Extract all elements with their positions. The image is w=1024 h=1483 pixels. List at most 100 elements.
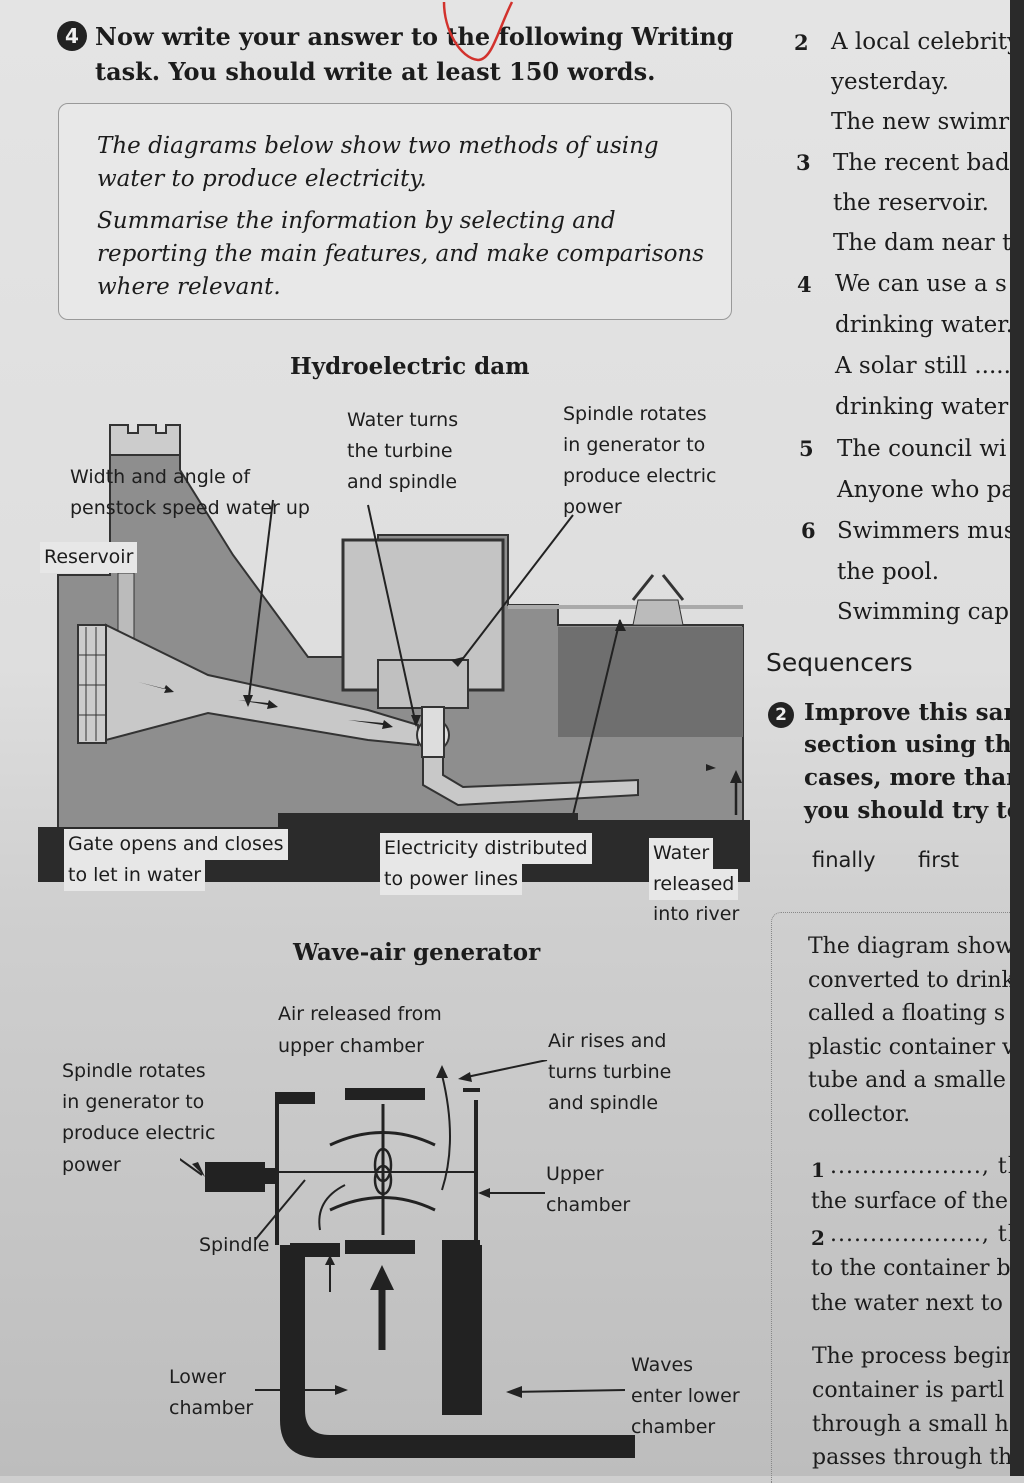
dam-label-turbine-1: Water turns xyxy=(347,409,459,431)
dam-diagram-title: Hydroelectric dam xyxy=(290,353,530,380)
prompt-line-3: Summarise the information by selecting a… xyxy=(97,208,616,234)
dam-label-spindle-3: produce electric xyxy=(563,465,717,487)
sample-p1-d: plastic container v xyxy=(808,1035,1015,1060)
exercise-number-badge: 4 xyxy=(57,21,87,51)
sample-p1-f: collector. xyxy=(808,1102,911,1127)
turbine-blades xyxy=(329,1131,436,1147)
item-3-line-c: The dam near t xyxy=(833,230,1012,256)
generator-box xyxy=(205,1162,265,1192)
outflow-tube xyxy=(422,756,639,807)
dam-label-width-1: Width and angle of xyxy=(70,466,251,488)
gap-2-line-c: the water next to xyxy=(811,1291,1003,1316)
item-5-line-b: Anyone who pa xyxy=(837,477,1016,503)
task-prompt-box: The diagrams below show two methods of u… xyxy=(58,103,732,320)
gap-1-number: 1 xyxy=(811,1158,825,1182)
lower-chamber-wall-right xyxy=(442,1245,482,1415)
item-3-line-a: The recent bad xyxy=(833,150,1010,176)
wave-label-lower-1: Lower xyxy=(169,1366,226,1388)
task-heading-line2: task. You should write at least 150 word… xyxy=(95,57,656,86)
wave-label-spindle-1: Spindle rotates xyxy=(62,1060,206,1082)
sample-p1-c: called a floating s xyxy=(808,1001,1006,1026)
wave-label-spindle: Spindle xyxy=(199,1234,270,1256)
item-6-line-c: Swimming cap xyxy=(837,599,1009,625)
item-6-line-b: the pool. xyxy=(837,559,940,585)
exercise-2-line-d: you should try to xyxy=(804,797,1023,824)
sample-p2-d: passes through th xyxy=(812,1445,1013,1470)
gate-tower xyxy=(77,624,107,744)
item-5-line-a: The council wi xyxy=(837,436,1007,462)
wave-label-upper-1: Upper xyxy=(546,1163,604,1185)
prompt-line-2: water to produce electricity. xyxy=(97,166,427,192)
prompt-line-1: The diagrams below show two methods of u… xyxy=(97,133,659,159)
item-5-number: 5 xyxy=(799,436,814,461)
upper-chamber-top-right xyxy=(345,1088,425,1100)
gap-1-line-b: the surface of the xyxy=(811,1189,1009,1214)
red-pen-mark-icon xyxy=(442,1,514,62)
item-6-number: 6 xyxy=(801,518,816,543)
item-4-number: 4 xyxy=(797,272,812,297)
gap-2-line-a: ..................., the xyxy=(830,1222,1024,1247)
item-4-line-d: drinking water xyxy=(835,394,1009,420)
wave-label-air-rises-1: Air rises and xyxy=(548,1030,667,1052)
dam-label-water-1: Water xyxy=(649,838,714,869)
dam-label-water-2: released xyxy=(649,869,739,900)
item-2-line-b: yesterday. xyxy=(831,69,949,95)
generator-box xyxy=(377,659,469,709)
item-4-line-b: drinking water. xyxy=(835,312,1014,338)
wave-label-spindle-2: in generator to xyxy=(62,1091,205,1113)
wave-label-waves-1: Waves xyxy=(631,1354,694,1376)
dam-label-spindle-2: in generator to xyxy=(563,434,706,456)
flow-arrows xyxy=(138,682,716,771)
item-6-line-a: Swimmers mus xyxy=(837,518,1016,544)
item-3-number: 3 xyxy=(796,150,811,175)
wave-label-waves-2: enter lower xyxy=(631,1385,740,1407)
dam-label-width-2: penstock speed water up xyxy=(70,497,310,519)
exercise-2-line-b: section using the xyxy=(804,731,1024,758)
prompt-line-4: reporting the main features, and make co… xyxy=(97,241,705,267)
item-4-line-c: A solar still ....... xyxy=(835,353,1024,379)
dam-label-spindle-1: Spindle rotates xyxy=(563,403,707,425)
sample-p2-b: container is partl xyxy=(812,1378,1005,1403)
upper-chamber-top-left xyxy=(275,1092,315,1104)
wave-air-generator-diagram xyxy=(180,1060,635,1458)
dam-top-crenel xyxy=(109,424,181,456)
transmission-tower xyxy=(632,599,684,626)
item-2-line-c: The new swimr xyxy=(831,109,1010,135)
sample-p1-e: tube and a smalle xyxy=(808,1068,1006,1093)
item-2-line-a: A local celebrity xyxy=(831,29,1021,55)
sample-p2-a: The process begin xyxy=(812,1344,1017,1369)
exercise-2-badge: 2 xyxy=(768,702,794,728)
sample-text-box xyxy=(771,912,1017,1483)
item-3-line-b: the reservoir. xyxy=(833,190,989,216)
item-2-number: 2 xyxy=(794,30,809,55)
wave-label-waves-3: chamber xyxy=(631,1416,716,1438)
exercise-2-line-c: cases, more than xyxy=(804,764,1023,791)
wave-label-air-released-1: Air released from xyxy=(278,1003,442,1025)
penstock-pipe xyxy=(105,623,419,747)
dam-label-elec-2: to power lines xyxy=(380,864,523,895)
word-bank-finally: finally xyxy=(812,848,876,872)
dam-label-elec-1: Electricity distributed xyxy=(380,833,592,864)
page-edge-shadow xyxy=(1010,0,1024,1476)
wave-label-air-rises-2: turns turbine xyxy=(548,1061,672,1083)
sample-p2-c: through a small h xyxy=(812,1412,1009,1437)
lower-chamber-wall-left xyxy=(280,1245,635,1458)
prompt-line-5: where relevant. xyxy=(97,274,281,300)
wave-label-air-rises-3: and spindle xyxy=(548,1092,659,1114)
gap-2-line-b: to the container b xyxy=(811,1256,1011,1281)
wave-label-upper-2: chamber xyxy=(546,1194,631,1216)
exercise-2-line-a: Improve this sam xyxy=(804,699,1024,726)
item-4-line-a: We can use a s xyxy=(835,271,1007,297)
gap-1-line-a: ..................., the l xyxy=(830,1154,1024,1179)
wave-label-spindle-4: power xyxy=(62,1154,121,1176)
word-bank-first: first xyxy=(918,848,960,872)
dam-label-spindle-4: power xyxy=(563,496,622,518)
task-heading-line1: Now write your answer to the following W… xyxy=(95,22,734,51)
wave-label-lower-2: chamber xyxy=(169,1397,254,1419)
dam-label-gate-2: to let in water xyxy=(64,860,206,891)
dam-label-water-3: into river xyxy=(653,903,740,925)
dam-label-reservoir: Reservoir xyxy=(40,542,138,573)
wave-diagram-title: Wave-air generator xyxy=(293,939,541,966)
dam-label-gate-1: Gate opens and closes xyxy=(64,829,288,860)
